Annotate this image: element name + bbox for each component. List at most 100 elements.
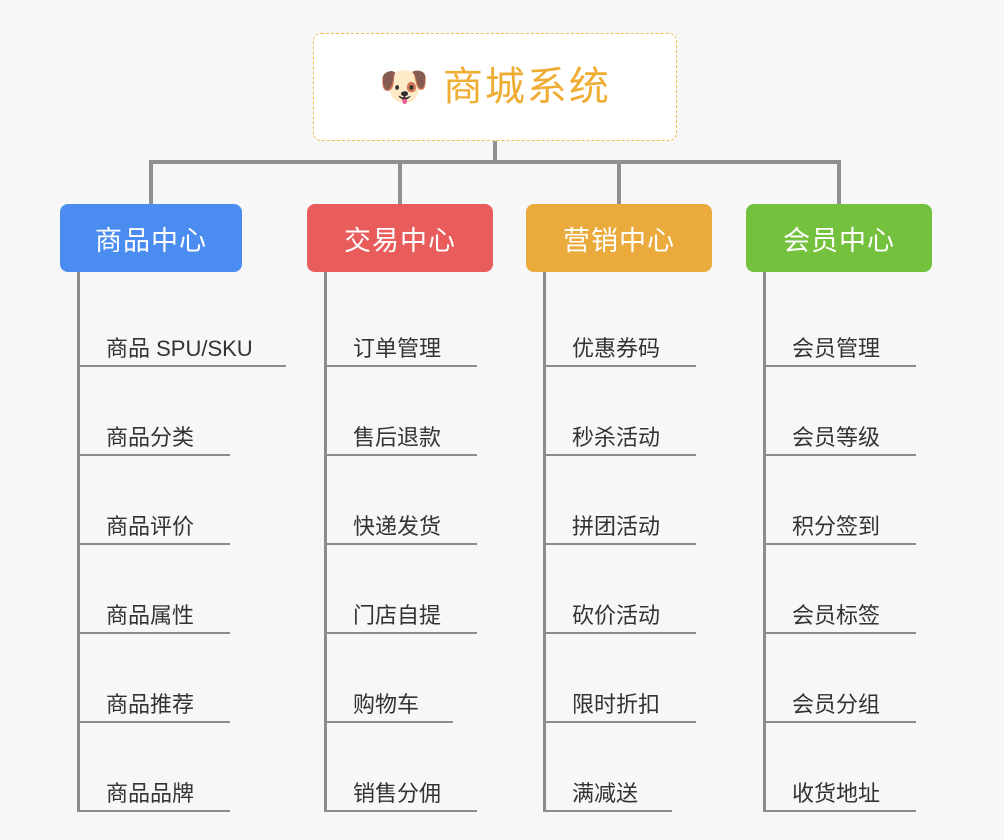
- branch: 优惠券码秒杀活动拼团活动砍价活动限时折扣满减送: [526, 272, 712, 812]
- category-label: 会员中心: [783, 225, 895, 256]
- leaf-item-label: 会员标签: [792, 602, 881, 628]
- leaf-item-label: 秒杀活动: [572, 424, 661, 450]
- leaf-item-underline: [78, 365, 286, 367]
- leaf-item-label: 快递发货: [353, 513, 442, 539]
- leaf-item-label: 限时折扣: [572, 691, 661, 717]
- leaf-item-label: 会员管理: [792, 335, 881, 361]
- leaf-item-underline: [78, 454, 230, 456]
- leaf-item[interactable]: 订单管理: [307, 278, 493, 367]
- leaf-item-underline: [325, 810, 477, 812]
- leaf-item[interactable]: 会员标签: [746, 545, 932, 634]
- leaf-item[interactable]: 商品属性: [60, 545, 253, 634]
- leaf-item-underline: [78, 543, 230, 545]
- leaf-item[interactable]: 商品评价: [60, 456, 253, 545]
- leaf-item-underline: [764, 721, 916, 723]
- category-column: 商品中心商品 SPU/SKU 商品分类商品评价商品属性商品推荐商品品牌: [60, 204, 286, 812]
- leaf-item-label: 商品评价: [106, 513, 195, 539]
- branch-trunk: [543, 272, 546, 812]
- category-label: 营销中心: [563, 225, 675, 256]
- leaf-item-underline: [544, 632, 696, 634]
- leaf-item-label: 销售分佣: [353, 780, 442, 806]
- leaf-item-underline: [325, 632, 477, 634]
- branch: 订单管理售后退款快递发货门店自提购物车销售分佣: [307, 272, 493, 812]
- connector-horizontal-bus: [149, 160, 839, 164]
- dog-face-icon: 🐶: [379, 65, 429, 109]
- leaf-item-underline: [325, 454, 477, 456]
- leaf-item-underline: [764, 543, 916, 545]
- leaf-item-label: 收货地址: [792, 780, 881, 806]
- leaf-item[interactable]: 收货地址: [746, 723, 932, 812]
- leaf-item-label: 满减送: [572, 780, 639, 806]
- leaf-item-underline: [764, 810, 916, 812]
- leaf-item-label: 购物车: [353, 691, 420, 717]
- leaf-item[interactable]: 商品推荐: [60, 634, 253, 723]
- leaf-item-label: 商品分类: [106, 424, 195, 450]
- leaf-item-label: 砍价活动: [572, 602, 661, 628]
- leaf-item[interactable]: 快递发货: [307, 456, 493, 545]
- category-header[interactable]: 营销中心: [526, 204, 712, 272]
- category-column: 营销中心优惠券码秒杀活动拼团活动砍价活动限时折扣满减送: [526, 204, 712, 812]
- connector-drop-4: [837, 160, 841, 204]
- category-header[interactable]: 交易中心: [307, 204, 493, 272]
- leaf-item[interactable]: 优惠券码: [526, 278, 712, 367]
- branch-trunk: [324, 272, 327, 812]
- leaf-item-label: 积分签到: [792, 513, 881, 539]
- leaf-item-underline: [78, 810, 230, 812]
- category-header[interactable]: 商品中心: [60, 204, 242, 272]
- leaf-item-label: 拼团活动: [572, 513, 661, 539]
- connector-root-stem: [493, 141, 497, 163]
- leaf-item-label: 门店自提: [353, 602, 442, 628]
- leaf-item-label: 优惠券码: [572, 335, 661, 361]
- leaf-item-underline: [544, 454, 696, 456]
- root-title: 商城系统: [442, 65, 611, 109]
- leaf-item[interactable]: 秒杀活动: [526, 367, 712, 456]
- leaf-item[interactable]: 商品品牌: [60, 723, 253, 812]
- leaf-item-label: 商品 SPU/SKU: [106, 335, 253, 361]
- category-label: 商品中心: [95, 225, 207, 256]
- branch: 会员管理会员等级积分签到会员标签会员分组收货地址: [746, 272, 932, 812]
- leaf-item-underline: [544, 543, 696, 545]
- leaf-item-underline: [325, 543, 477, 545]
- leaf-item-underline: [78, 721, 230, 723]
- leaf-item-label: 商品品牌: [106, 780, 195, 806]
- leaf-item[interactable]: 限时折扣: [526, 634, 712, 723]
- leaf-item[interactable]: 会员等级: [746, 367, 932, 456]
- branch-trunk: [763, 272, 766, 812]
- category-column: 会员中心会员管理会员等级积分签到会员标签会员分组收货地址: [746, 204, 932, 812]
- branch: 商品 SPU/SKU 商品分类商品评价商品属性商品推荐商品品牌: [60, 272, 286, 812]
- leaf-item[interactable]: 积分签到: [746, 456, 932, 545]
- leaf-item[interactable]: 商品 SPU/SKU: [60, 278, 286, 367]
- leaf-item-underline: [764, 365, 916, 367]
- leaf-item-label: 商品属性: [106, 602, 195, 628]
- category-header[interactable]: 会员中心: [746, 204, 932, 272]
- leaf-item-underline: [325, 365, 477, 367]
- leaf-item-underline: [544, 365, 696, 367]
- leaf-item-underline: [325, 721, 453, 723]
- leaf-item[interactable]: 会员管理: [746, 278, 932, 367]
- leaf-item[interactable]: 拼团活动: [526, 456, 712, 545]
- leaf-item-label: 会员分组: [792, 691, 881, 717]
- leaf-item[interactable]: 商品分类: [60, 367, 253, 456]
- leaf-item[interactable]: 会员分组: [746, 634, 932, 723]
- connector-drop-2: [398, 160, 402, 204]
- branch-trunk: [77, 272, 80, 812]
- leaf-item[interactable]: 满减送: [526, 723, 712, 812]
- leaf-item-label: 订单管理: [353, 335, 442, 361]
- leaf-item[interactable]: 销售分佣: [307, 723, 493, 812]
- category-column: 交易中心订单管理售后退款快递发货门店自提购物车销售分佣: [307, 204, 493, 812]
- leaf-item[interactable]: 售后退款: [307, 367, 493, 456]
- leaf-item-underline: [764, 454, 916, 456]
- leaf-item-underline: [764, 632, 916, 634]
- root-node[interactable]: 🐶 商城系统: [313, 33, 677, 141]
- leaf-item-underline: [78, 632, 230, 634]
- leaf-item-underline: [544, 810, 672, 812]
- leaf-item[interactable]: 购物车: [307, 634, 493, 723]
- leaf-item[interactable]: 砍价活动: [526, 545, 712, 634]
- leaf-item[interactable]: 门店自提: [307, 545, 493, 634]
- connector-drop-1: [149, 160, 153, 204]
- category-label: 交易中心: [344, 225, 456, 256]
- connector-drop-3: [617, 160, 621, 204]
- leaf-item-underline: [544, 721, 696, 723]
- leaf-item-label: 售后退款: [353, 424, 442, 450]
